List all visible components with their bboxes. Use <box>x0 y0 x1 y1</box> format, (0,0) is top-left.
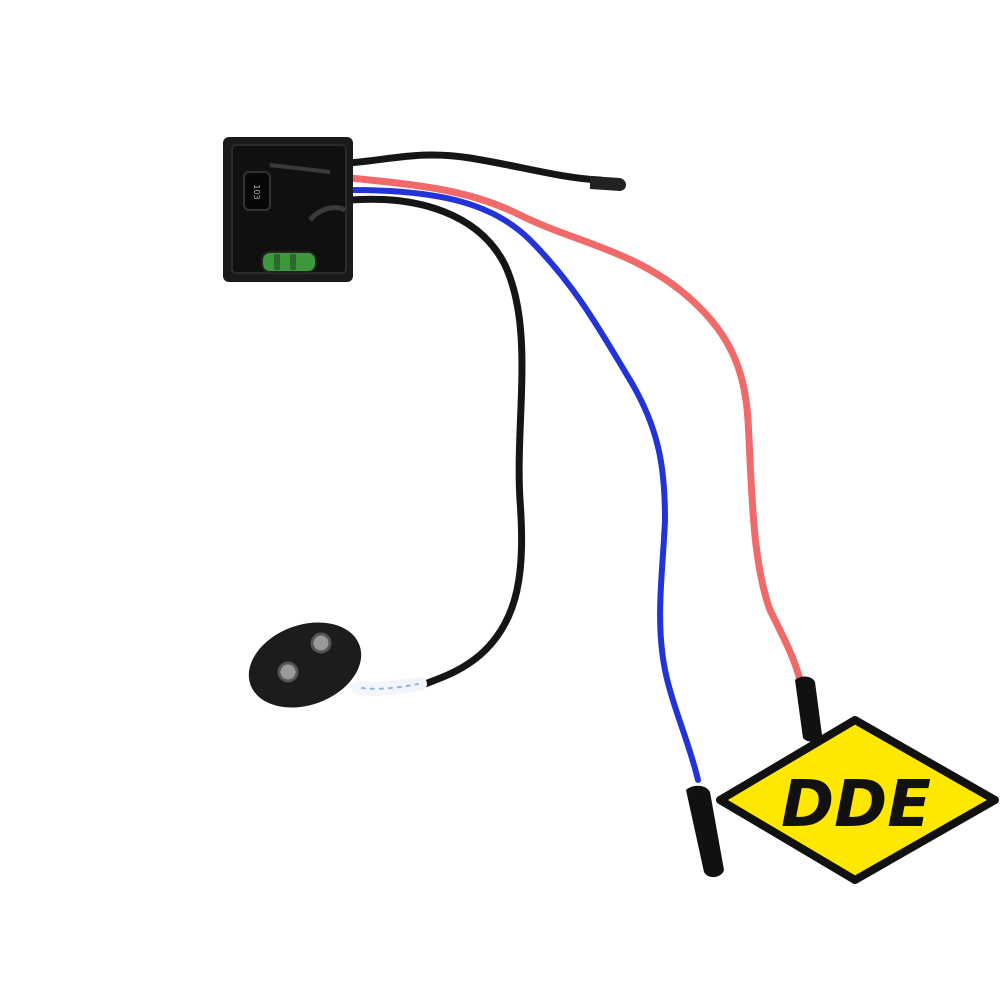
component-lead <box>269 163 331 174</box>
red-terminal <box>795 676 822 742</box>
blue-wire <box>347 187 701 783</box>
black-lead-terminal <box>590 176 626 191</box>
green-inductor <box>261 251 317 273</box>
connector-group <box>590 176 822 878</box>
logo-text: DDE <box>781 768 931 842</box>
inductor-band <box>274 254 280 270</box>
control-module: 103 <box>223 137 353 282</box>
brand-logo: DDE <box>716 716 999 884</box>
black-lead-wire <box>344 151 604 184</box>
red-wire <box>346 174 804 684</box>
wire-group <box>344 151 804 783</box>
inductor-band <box>290 254 296 270</box>
blue-terminal <box>686 785 724 878</box>
black-sensor-wire <box>346 195 526 688</box>
component-lead-2 <box>308 205 347 222</box>
module-component <box>243 171 271 211</box>
white-sleeve-detail <box>361 683 419 690</box>
logo-diamond <box>716 716 999 884</box>
sensor-pin <box>277 661 299 683</box>
sensor-puck <box>248 622 362 708</box>
sensor-pin <box>310 632 332 654</box>
sensor-body <box>248 622 362 708</box>
component-label: 103 <box>252 184 261 199</box>
